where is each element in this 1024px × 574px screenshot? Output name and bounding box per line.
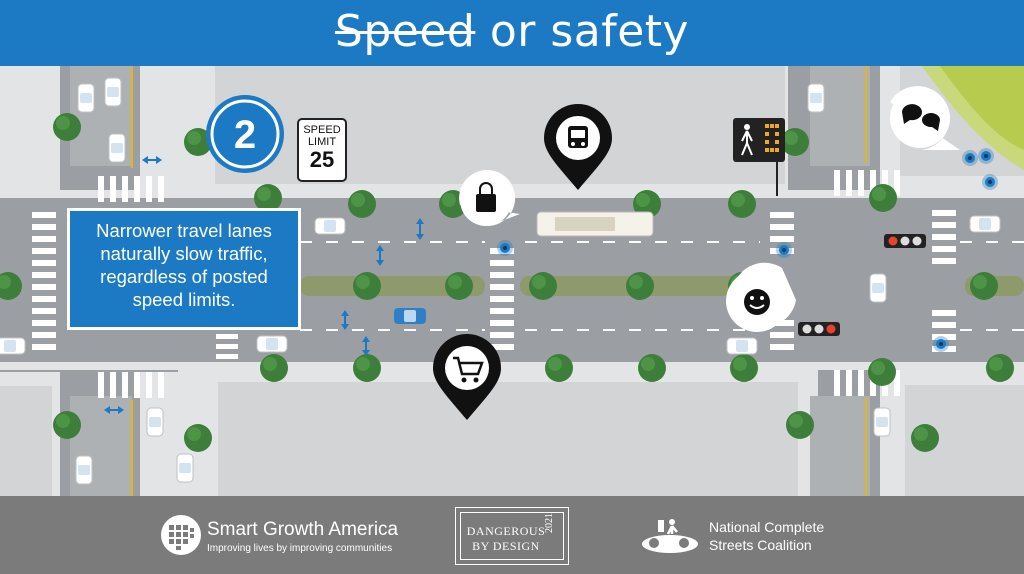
ncsc-line-2: Streets Coalition	[709, 537, 812, 553]
dbd-line-2: BY DESIGN	[472, 539, 540, 553]
info-line-2: naturally slow traffic,	[100, 243, 268, 264]
shopping-bag-icon	[459, 170, 520, 226]
info-line-3: regardless of posted	[100, 266, 268, 287]
dbd-year: 2021	[544, 513, 555, 533]
sga-tagline: Improving lives by improving communities	[207, 543, 393, 554]
title-rest: or safety	[475, 6, 690, 57]
lane-width-arrows	[104, 156, 424, 414]
step-number-badge: 2	[206, 95, 284, 173]
dbd-line-1: DANGEROUS	[466, 524, 546, 538]
sign-line-2: LIMIT	[307, 136, 337, 148]
complete-streets-logo-icon	[642, 519, 698, 553]
info-line-4: speed limits.	[132, 289, 236, 310]
page-title: Speed or safety	[0, 6, 1024, 58]
ncsc-line-1: National Complete	[709, 519, 825, 535]
chat-bubbles-icon	[890, 86, 960, 150]
shopping-cart-icon	[433, 334, 501, 420]
badge-number: 2	[234, 113, 256, 157]
info-line-1: Narrower travel lanes	[96, 220, 272, 241]
sga-logo-icon	[161, 515, 201, 555]
speed-limit-sign: SPEED LIMIT 25	[297, 118, 347, 182]
bus-icon	[544, 104, 612, 190]
title-bar: Speed or safety	[0, 0, 1024, 66]
info-box: Narrower travel lanes naturally slow tra…	[67, 208, 301, 330]
lane-markings	[300, 241, 1024, 331]
pedestrian-signal-icon	[733, 118, 785, 196]
sign-line-1: SPEED	[303, 124, 341, 136]
title-struck-word: Speed	[334, 6, 476, 57]
dangerous-by-design-logo: DANGEROUS BY DESIGN 2021	[455, 507, 569, 565]
cars	[0, 77, 1001, 485]
sga-name: Smart Growth America	[207, 519, 399, 540]
sign-value: 25	[309, 147, 335, 172]
traffic-light-icon	[798, 234, 926, 336]
smiley-icon	[726, 262, 796, 332]
